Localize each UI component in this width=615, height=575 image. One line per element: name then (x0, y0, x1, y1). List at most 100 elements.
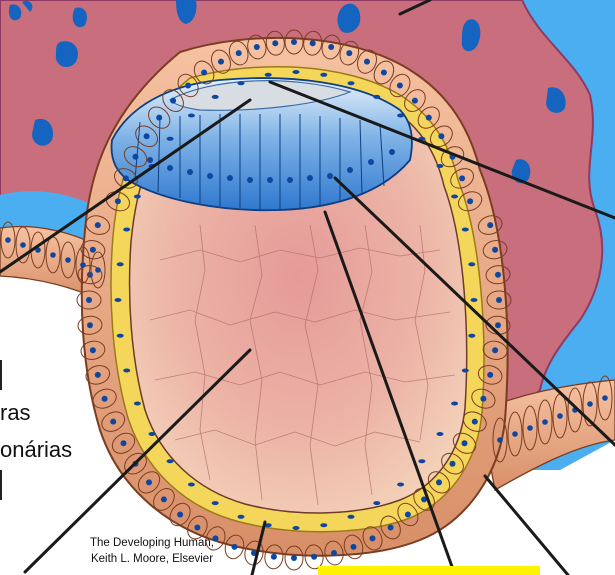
trophoblast-cell (169, 502, 191, 527)
trophoblast-nucleus (380, 69, 387, 76)
mesoderm-nucleus (468, 262, 476, 267)
mesoderm-nucleus (373, 501, 381, 506)
mesoderm-nucleus (397, 113, 405, 118)
strip-nucleus (497, 437, 503, 443)
trophoblast-cell (264, 544, 284, 570)
mesoderm-nucleus (116, 262, 124, 267)
trophoblast-cells (76, 29, 512, 571)
mesoderm-nucleus (397, 482, 405, 487)
trophoblast-nucleus (496, 297, 502, 303)
leader-line-4 (333, 176, 615, 447)
mesoderm-nucleus (320, 72, 328, 77)
trophoblast-cell (373, 60, 395, 85)
mesoderm-nucleus (461, 227, 469, 232)
trophoblast-cell (162, 89, 184, 112)
mesoderm-nucleus (237, 81, 245, 86)
strip-nucleus (527, 425, 533, 431)
trophoblast-cell (228, 40, 249, 66)
strip-nucleus (65, 257, 71, 263)
trophoblast-cell (77, 315, 103, 335)
strip-nucleus (587, 401, 593, 407)
epiblast-nuclei (147, 149, 395, 183)
strip-cell (537, 399, 553, 445)
trophoblast-cell (357, 49, 377, 74)
trophoblast-cell (284, 545, 304, 571)
trophoblast-cell (303, 30, 323, 56)
trophoblast-nucleus (170, 97, 177, 104)
trophoblast-cell (477, 365, 503, 385)
trophoblast-nucleus (487, 222, 494, 229)
trophoblast-cell (135, 125, 158, 148)
trophoblast-cell (362, 526, 383, 551)
trophoblast-cell (441, 452, 464, 475)
trophoblast-nucleus (143, 133, 150, 140)
trophoblast-nucleus (146, 479, 152, 486)
trophoblast-cell (440, 146, 465, 168)
epiblast-cells (134, 114, 385, 209)
trophoblast-cell (339, 40, 360, 66)
mesoderm-nucleus (461, 368, 469, 373)
trophoblast-nucleus (346, 50, 353, 57)
trophoblast-nucleus (235, 50, 242, 57)
trophoblast-nucleus (364, 58, 370, 65)
trophoblast-nucleus (253, 44, 260, 50)
mesoderm-nucleus (347, 81, 355, 86)
left-bar-top (0, 360, 2, 390)
strip-cell (90, 251, 106, 289)
credit-line-1: The Developing Human, (89, 537, 214, 549)
trophoblast-cell (477, 215, 503, 235)
trophoblast-cell (148, 106, 171, 129)
leader-line-8 (483, 474, 570, 575)
leader-line-2 (268, 80, 615, 220)
trophoblast-nucleus (350, 543, 357, 550)
trophoblast-nucleus (86, 297, 92, 303)
trophoblast-nucleus (218, 58, 224, 65)
trophoblast-nucleus (461, 440, 468, 447)
trophoblast-nucleus (160, 496, 167, 503)
mesoderm-nucleus (264, 523, 272, 528)
trophoblast-cell (482, 340, 508, 360)
trophoblast-nucleus (177, 511, 184, 518)
highlight-box (318, 566, 540, 575)
strip-cell (582, 381, 598, 427)
trophoblast-cell (324, 540, 344, 566)
trophoblast-nucleus (331, 550, 337, 556)
leader-line-3 (0, 98, 252, 274)
trophoblast-nucleus (101, 395, 108, 402)
leader-line-6 (23, 348, 252, 574)
trophoblast-cell (76, 290, 102, 310)
left-bar-bottom (0, 470, 2, 500)
trophoblast-nucleus (122, 175, 129, 182)
mesoderm-nucleus (451, 401, 459, 406)
trophoblast-nucleus (120, 440, 127, 447)
mesoderm-nucleus (211, 94, 219, 99)
trophoblast-nucleus (231, 543, 238, 550)
strip-cell (75, 246, 91, 284)
trophoblast-nucleus (87, 322, 93, 329)
trophoblast-cell (137, 471, 161, 494)
strip-cell (60, 241, 76, 279)
trophoblast-nucleus (89, 246, 96, 253)
trophoblast-nucleus (94, 222, 101, 229)
trophoblast-cell (457, 191, 483, 212)
trophoblast-nucleus (492, 246, 499, 253)
strip-cell (567, 387, 583, 433)
strip-cell (0, 221, 16, 259)
strip-nucleus (557, 413, 563, 419)
leader-line-1 (398, 0, 432, 16)
trophoblast-cell (430, 125, 453, 148)
trophoblast-cell (80, 340, 106, 360)
mesoderm-nucleus (320, 523, 328, 528)
strip-cell (522, 405, 538, 451)
trophoblast-cell (265, 30, 285, 56)
trophoblast-nucleus (449, 460, 456, 467)
trophoblast-nucleus (311, 553, 318, 560)
mesoderm-nucleus (133, 401, 141, 406)
mesoderm-nuclei (114, 70, 478, 530)
label-left-1: ras (0, 400, 31, 425)
mesoderm-nucleus (468, 333, 476, 338)
label-left-2: onárias (0, 437, 73, 462)
trophoblast-nucleus (487, 371, 494, 378)
